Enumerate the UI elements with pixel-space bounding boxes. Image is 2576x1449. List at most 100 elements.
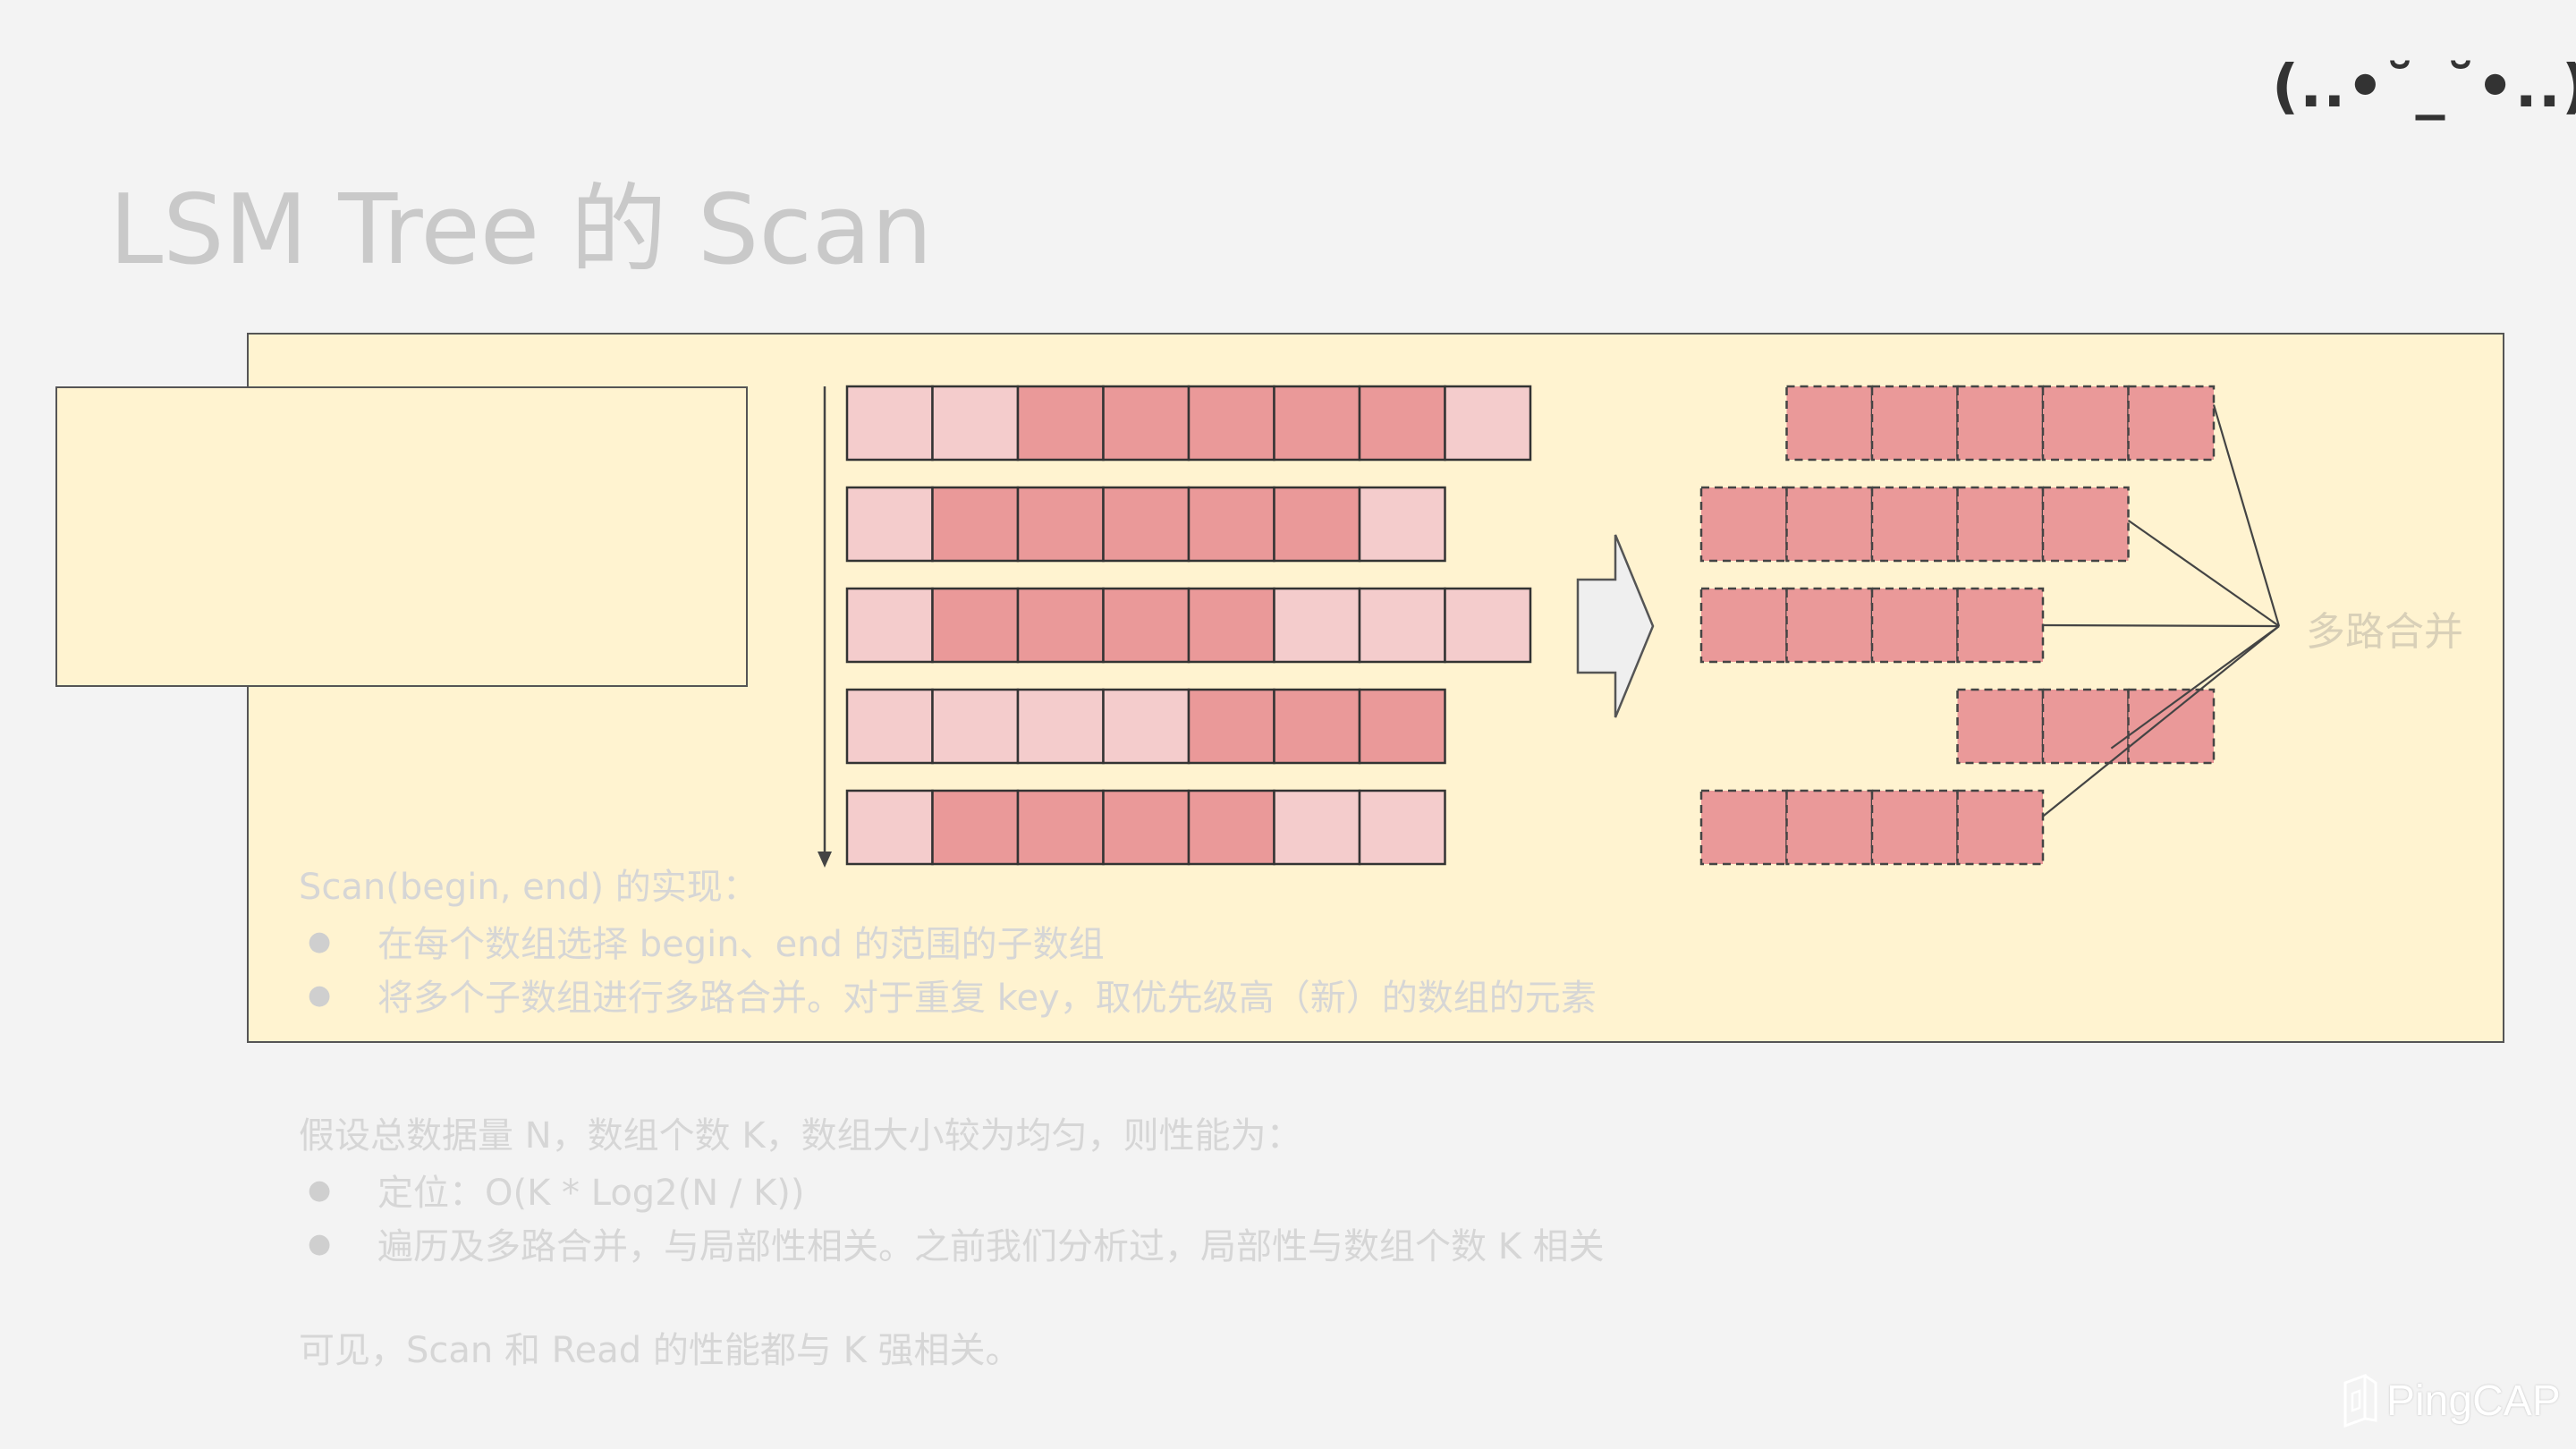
merge-label: 多路合并 [2306, 609, 2463, 655]
array-cell [1273, 385, 1361, 462]
array-cell [1102, 385, 1191, 462]
array-cell [845, 385, 934, 462]
array-cell [1273, 587, 1361, 664]
array-cell [1358, 587, 1446, 664]
down-arrowhead-icon [818, 852, 832, 868]
scan-heading: Scan(begin, end) 的实现： [299, 867, 758, 908]
sub-array-cell [1956, 587, 2045, 664]
sub-array-cell [1956, 486, 2045, 563]
source-array-3 [845, 587, 1532, 664]
bullet-icon: ● [308, 1227, 332, 1259]
sub-array-3 [1699, 587, 2045, 664]
slide-title: LSM Tree 的 Scan [109, 174, 933, 286]
source-array-1 [845, 385, 1532, 462]
sub-array-cell [1785, 587, 1874, 664]
array-cell [1016, 789, 1105, 866]
scan-bullet-1: 在每个数组选择 begin、end 的范围的子数组 [377, 924, 1105, 965]
sub-array-5 [1699, 789, 2045, 866]
sub-arrays [1699, 385, 2216, 866]
array-cell [845, 688, 934, 765]
array-cell [931, 789, 1020, 866]
array-cell [1358, 789, 1446, 866]
array-cell [1187, 587, 1275, 664]
sub-array-cell [1785, 486, 1874, 563]
right-block-arrow-icon [1576, 534, 1655, 718]
list-item: ● 将多个子数组进行多路合并。对于重复 key，取优先级高（新）的数组的元素 [299, 968, 1597, 1021]
sub-array-cell [1956, 385, 2045, 462]
array-cell [1187, 789, 1275, 866]
merge-line-4 [2110, 625, 2280, 750]
source-array-2 [845, 486, 1446, 563]
array-cell [1102, 587, 1191, 664]
perf-bullet-1: 定位：O(K * Log2(N / K)) [377, 1173, 805, 1214]
array-cell [931, 587, 1020, 664]
conclusion-text: 可见，Scan 和 Read 的性能都与 K 强相关。 [299, 1330, 1021, 1371]
array-cell [1187, 486, 1275, 563]
perf-bullet-2: 遍历及多路合并，与局部性相关。之前我们分析过，局部性与数组个数 K 相关 [377, 1226, 1605, 1267]
pingcap-logo-icon [2343, 1374, 2377, 1428]
sub-array-cell [1956, 789, 2045, 866]
sub-array-cell [1870, 587, 1959, 664]
array-cell [1273, 789, 1361, 866]
sub-array-cell [1956, 688, 2045, 765]
merge-line-5 [2042, 625, 2280, 818]
array-cell [1016, 587, 1105, 664]
list-item: ● 在每个数组选择 begin、end 的范围的子数组 [299, 914, 1597, 968]
conclusion: 可见，Scan 和 Read 的性能都与 K 强相关。 [299, 1324, 1021, 1377]
sub-array-cell [2041, 486, 2130, 563]
array-cell [1187, 688, 1275, 765]
array-cell [845, 587, 934, 664]
source-arrays [845, 385, 1532, 866]
inset-box [55, 386, 748, 687]
merge-line-1 [2212, 404, 2281, 627]
array-cell [931, 688, 1020, 765]
sub-array-cell [2041, 385, 2130, 462]
sub-array-4 [1956, 688, 2216, 765]
scan-bullet-2: 将多个子数组进行多路合并。对于重复 key，取优先级高（新）的数组的元素 [377, 978, 1597, 1019]
array-cell [1358, 385, 1446, 462]
array-cell [1187, 385, 1275, 462]
bullet-icon: ● [308, 1174, 332, 1206]
list-item: ● 遍历及多路合并，与局部性相关。之前我们分析过，局部性与数组个数 K 相关 [299, 1216, 1605, 1270]
list-item: ● 定位：O(K * Log2(N / K)) [299, 1163, 1605, 1216]
array-cell [1016, 688, 1105, 765]
sub-array-cell [1785, 789, 1874, 866]
array-cell [1102, 789, 1191, 866]
merge-line-3 [2042, 623, 2280, 628]
array-cell [1444, 385, 1532, 462]
pingcap-logo: PingCAP [2340, 1374, 2561, 1428]
sub-array-cell [1870, 789, 1959, 866]
merge-line-2 [2127, 519, 2280, 627]
array-cell [845, 789, 934, 866]
bullet-icon: ● [308, 979, 332, 1011]
array-cell [1102, 688, 1191, 765]
brand-name: PingCAP [2386, 1377, 2561, 1425]
array-cell [1358, 486, 1446, 563]
sub-array-cell [1870, 486, 1959, 563]
array-cell [1358, 688, 1446, 765]
source-array-5 [845, 789, 1446, 866]
sub-array-cell [1699, 789, 1788, 866]
sub-array-cell [1699, 587, 1788, 664]
array-cell [1016, 385, 1105, 462]
sub-array-cell [2127, 385, 2216, 462]
array-cell [931, 486, 1020, 563]
sub-array-cell [1699, 486, 1788, 563]
bullet-icon: ● [308, 925, 332, 957]
array-cell [1444, 587, 1532, 664]
source-array-4 [845, 688, 1446, 765]
scan-section: Scan(begin, end) 的实现： ● 在每个数组选择 begin、en… [299, 860, 1597, 1021]
sub-array-2 [1699, 486, 2130, 563]
sub-array-cell [2041, 688, 2130, 765]
sub-array-cell [1785, 385, 1874, 462]
kaomoji-decoration: (..•˘_˘•..) [2272, 52, 2576, 121]
sub-array-cell [1870, 385, 1959, 462]
array-cell [1102, 486, 1191, 563]
array-cell [1273, 486, 1361, 563]
perf-section: 假设总数据量 N，数组个数 K，数组大小较为均匀，则性能为： ● 定位：O(K … [299, 1109, 1605, 1270]
array-cell [845, 486, 934, 563]
sub-array-1 [1785, 385, 2216, 462]
merge-lines [2042, 404, 2281, 818]
array-cell [1273, 688, 1361, 765]
